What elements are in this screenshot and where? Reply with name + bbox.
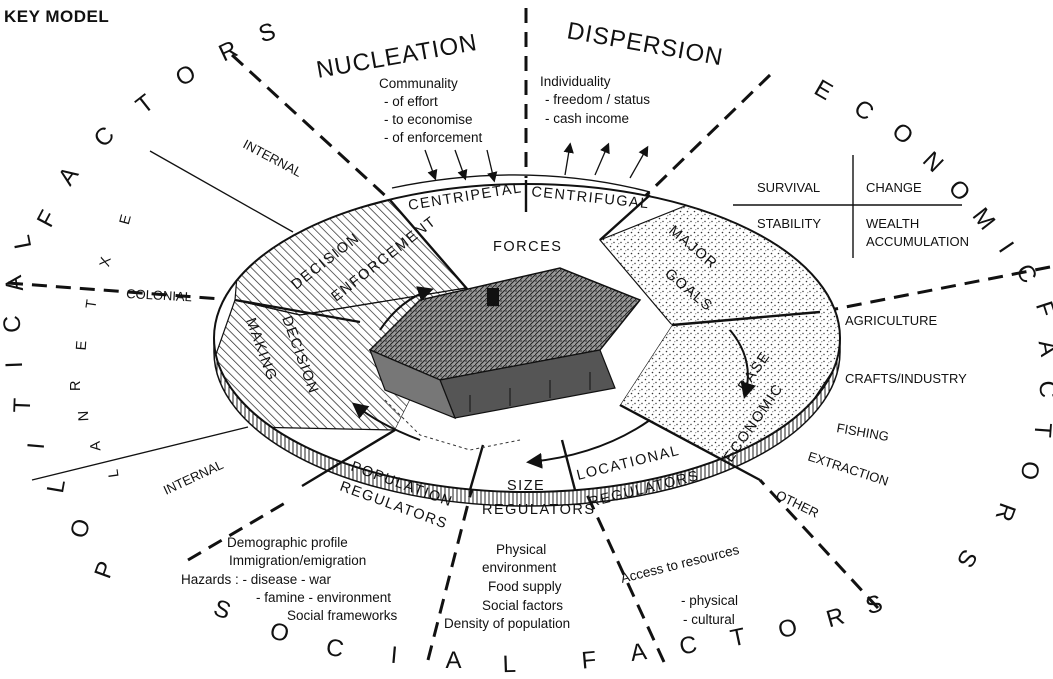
svg-text:- freedom / status: - freedom / status [545,92,650,107]
external-letter: E [74,339,91,351]
social-letter: C [324,634,347,664]
factors-bottom-letter: C [677,631,700,661]
factors-right-letter: T [1028,422,1053,440]
factors-right-letter: F [1030,298,1053,321]
internal-bottom-label: INTERNAL [161,457,226,498]
factors-bottom-letter: A [629,638,650,667]
factors-left-letter: F [32,205,63,232]
factors-right-letter: O [1015,459,1044,482]
political-letter: L [42,476,71,495]
factors-right-letter: R [989,499,1021,525]
factors-bottom-letter: R [823,602,848,633]
factors-left-letter: O [171,59,202,92]
factors-right-letter: A [1033,338,1053,359]
access-text: Access to resources - physical - cultura… [619,542,741,627]
nucleation-text: Communality - of effort - to economise -… [379,76,483,145]
political-letter: T [9,396,37,413]
svg-text:- cash income: - cash income [545,111,629,126]
external-letter: E [117,211,135,226]
social-letter: A [445,647,462,674]
svg-text:Density of population: Density of population [444,616,570,631]
external-letter: N [76,409,93,422]
svg-text:Food supply: Food supply [488,579,562,594]
size-text: Physical environment Food supply Social … [444,542,570,631]
economic-letter: N [917,147,949,179]
economic-letter: M [967,203,1001,236]
svg-text:Individuality: Individuality [540,74,611,89]
svg-text:Social frameworks: Social frameworks [287,608,398,623]
social-letter: I [390,642,400,670]
goal-change: CHANGE [866,180,922,195]
factors-bottom-letter: S [862,589,887,620]
dispersion-text: Individuality - freedom / status - cash … [540,74,650,126]
external-label: E X T E R N A L [68,211,135,478]
political-letter: O [65,515,96,541]
political-letter: A [0,273,29,294]
internal-top-label: INTERNAL [241,136,305,179]
economic-letter: E [810,75,838,107]
external-letter: X [97,254,115,268]
external-letter: T [83,297,100,309]
extraction-label: EXTRACTION [806,449,890,489]
colonial-label: COLONIAL [126,286,192,304]
svg-text:- famine - environment: - famine - environment [256,590,391,605]
dispersion-header: DISPERSION [565,17,725,71]
political-letter: C [0,313,27,334]
goal-stability: STABILITY [757,216,821,231]
goal-accumulation: ACCUMULATION [866,234,969,249]
political-letter: L [8,232,37,251]
economic-letter: O [887,118,919,151]
size-regulators-label-2: REGULATORS [482,502,596,518]
factors-left-letter: S [255,17,280,48]
external-letter: A [88,439,105,452]
agriculture-label: AGRICULTURE [845,313,938,328]
factors-left-letter: C [89,121,121,153]
factors-bottom-letter: T [728,623,749,653]
svg-text:- to economise: - to economise [384,112,473,127]
svg-text:Access to resources: Access to resources [619,542,741,586]
svg-text:Physical: Physical [496,542,546,557]
fishing-label: FISHING [835,420,890,444]
factors-left-letter: A [53,161,85,190]
social-letter: L [502,651,517,678]
svg-text:environment: environment [482,560,557,575]
goal-survival: SURVIVAL [757,180,820,195]
economic-letter: O [943,175,976,208]
economic-letter: I [993,237,1020,258]
political-letter: I [23,440,51,450]
crafts-label: CRAFTS/INDUSTRY [845,371,967,386]
diagram-title: KEY MODEL [4,7,109,26]
svg-text:Immigration/emigration: Immigration/emigration [229,553,366,568]
factors-right-letter: C [1034,380,1053,399]
economic-letter: C [849,94,879,127]
svg-text:- physical: - physical [681,593,738,608]
svg-text:- cultural: - cultural [683,612,735,627]
goal-wealth: WEALTH [866,216,919,231]
political-letter: P [89,557,120,582]
factors-right-letter: S [951,545,983,573]
svg-text:- of effort: - of effort [384,94,438,109]
svg-text:Demographic profile: Demographic profile [227,535,348,550]
svg-text:Communality: Communality [379,76,458,91]
size-regulators-label-1: SIZE [507,478,545,494]
svg-text:Social factors: Social factors [482,598,563,613]
factors-bottom-letter: F [580,646,598,674]
forces-label: FORCES [493,239,562,255]
other-label: OTHER [774,487,821,520]
svg-text:- of enforcement: - of enforcement [384,130,483,145]
external-letter: R [68,379,84,391]
svg-text:Hazards : - disease - war: Hazards : - disease - war [181,572,332,587]
political-letter: I [1,360,28,369]
social-letter: O [267,617,293,648]
factors-bottom-letter: O [775,613,801,644]
external-letter: L [105,467,122,479]
economic-letter: C [1010,260,1043,289]
factors-left-letter: T [131,89,160,120]
social-letter: S [210,594,235,625]
